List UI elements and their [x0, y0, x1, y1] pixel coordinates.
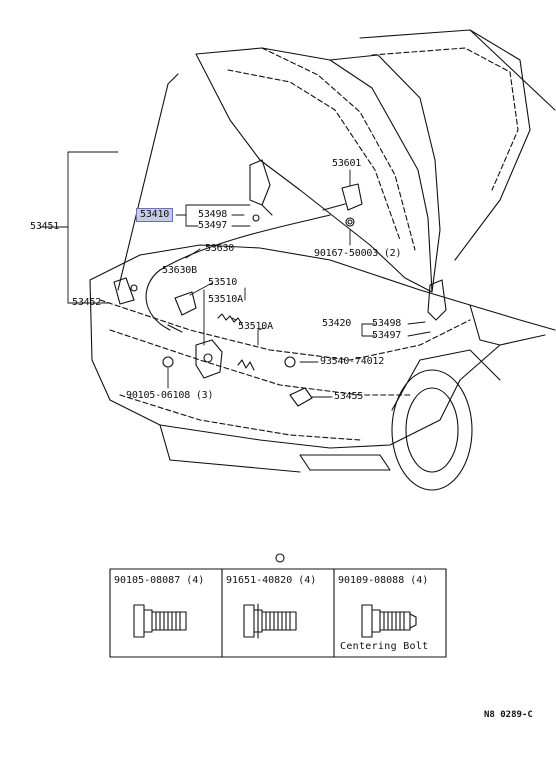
label-53452: 53452 [72, 297, 102, 308]
cable-clamp [167, 291, 197, 333]
bolt-markers [162, 214, 353, 368]
label-53410-highlighted[interactable]: 53410 [136, 208, 174, 222]
hood-hinge-left [249, 159, 273, 216]
label-53510: 53510 [208, 277, 238, 288]
hood-hinge-right [427, 279, 447, 321]
label-53498-left: 53498 [198, 209, 228, 220]
flange-bolt-1 [133, 604, 187, 638]
label-53497-right: 53497 [372, 330, 402, 341]
label-93540-74012: 93540-74012 [320, 356, 385, 367]
release-cable [145, 203, 346, 331]
label-53510A-upper: 53510A [208, 294, 243, 305]
label-90105-06108: 90105-06108 (3) [126, 390, 214, 401]
leader-lines [39, 151, 431, 398]
label-53601: 53601 [332, 158, 362, 169]
fastener-part-91651-40820: 91651-40820 (4) [226, 575, 317, 586]
fastener-part-90105-08087: 90105-08087 (4) [114, 575, 205, 586]
fastener-table [109, 553, 447, 658]
label-53630B: 53630B [162, 265, 197, 276]
flange-bolt-2 [243, 603, 297, 639]
fastener-part-90109-08088: 90109-08088 (4) [338, 575, 429, 586]
centering-bolt-note: Centering Bolt [340, 641, 429, 652]
front-wheel [391, 349, 501, 491]
label-53630: 53630 [205, 243, 235, 254]
label-53451: 53451 [30, 221, 60, 232]
hood-support-rod [113, 73, 179, 305]
label-90167-50003: 90167-50003 (2) [314, 248, 402, 259]
hood-panel [195, 47, 441, 293]
label-53510A-lower: 53510A [238, 321, 273, 332]
lock-striker [289, 387, 313, 407]
label-53497-left: 53497 [198, 220, 228, 231]
centering-bolt [361, 604, 417, 638]
windshield [359, 29, 556, 261]
lock-springs [217, 313, 255, 371]
label-53455: 53455 [334, 391, 364, 402]
figure-code: N8 0289-C [484, 710, 533, 720]
hood-lock [195, 339, 223, 379]
label-53420: 53420 [322, 318, 352, 329]
car-body [89, 244, 556, 473]
hood-catch [341, 183, 363, 227]
label-53498-right: 53498 [372, 318, 402, 329]
